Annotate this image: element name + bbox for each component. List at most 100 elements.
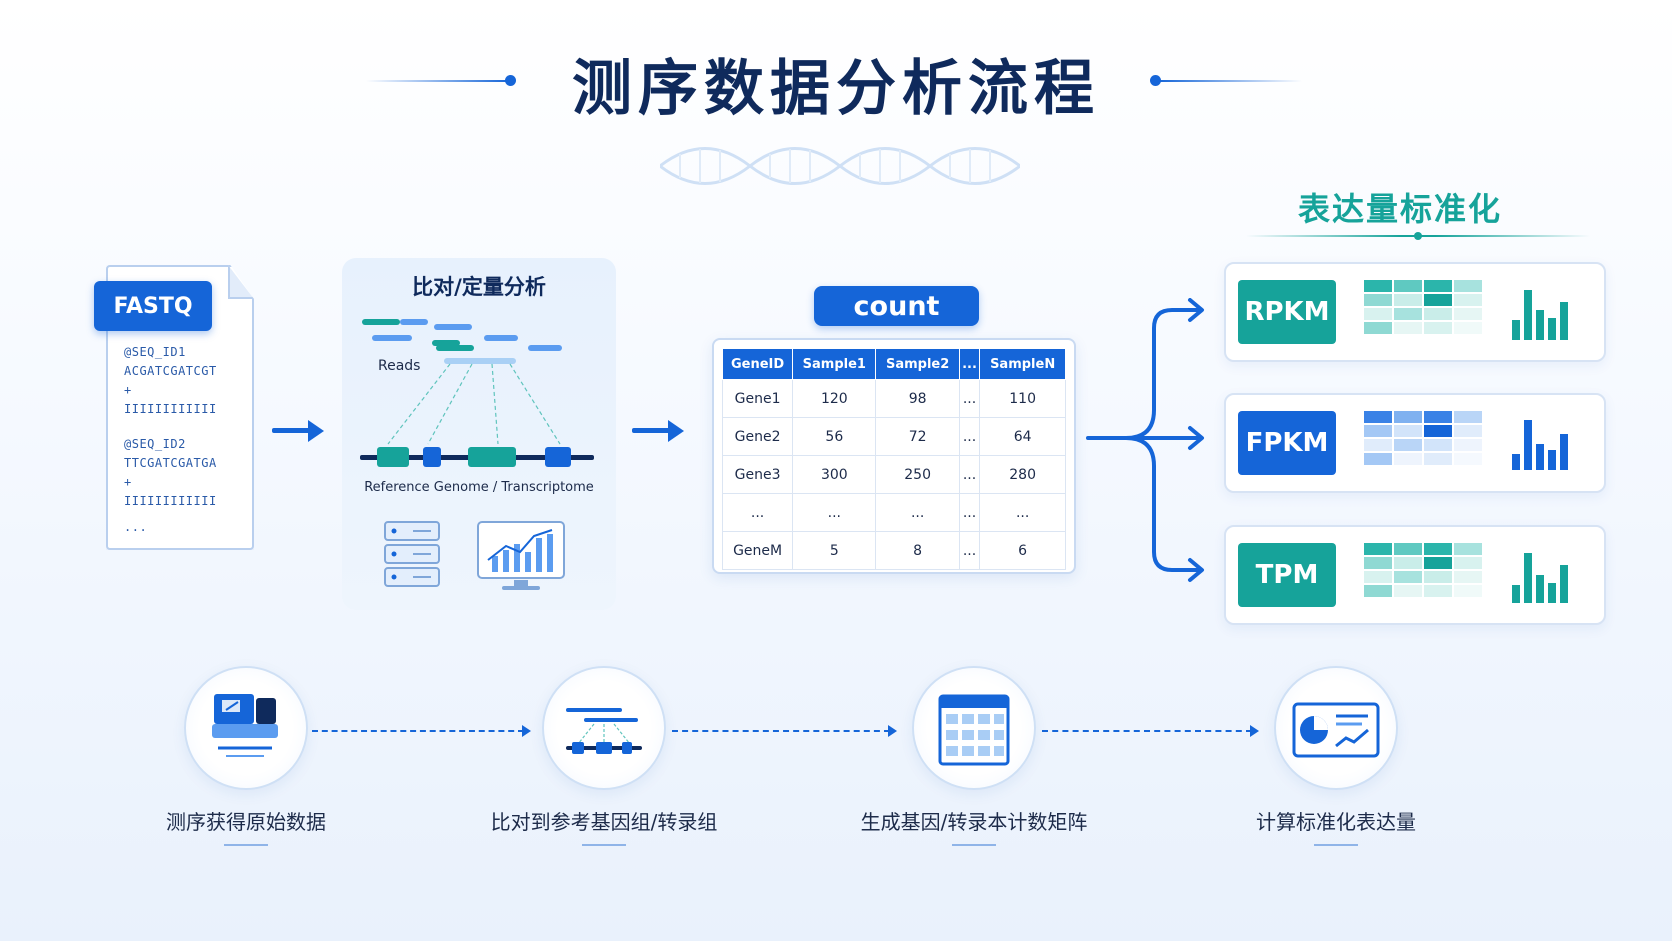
tpm-badge: TPM [1238, 543, 1336, 607]
step-1-label: 测序获得原始数据 [166, 810, 326, 834]
mapping-lines [387, 363, 561, 445]
step-3-circle [912, 666, 1036, 790]
sequencer-icon [212, 694, 278, 757]
read-segment [528, 345, 562, 351]
fastq-line: ACGATCGATCGT [124, 364, 217, 378]
title-line-right [1158, 80, 1302, 82]
table-cell: 98 [875, 379, 960, 418]
monitor-chart-icon [477, 521, 565, 590]
table-cell: 300 [792, 455, 877, 494]
table-cell: GeneM [721, 531, 794, 570]
fastq-line: ... [124, 520, 148, 534]
fastq-line: @SEQ_ID2 [124, 437, 186, 451]
title-dot-right [1150, 75, 1161, 86]
table-cell: ... [958, 493, 981, 532]
table-cell: Gene3 [721, 455, 794, 494]
page-title: 测序数据分析流程 [572, 54, 1100, 124]
fastq-line: TTCGATCGATGA [124, 456, 217, 470]
column-header: ... [958, 348, 981, 380]
step-4-label: 计算标准化表达量 [1256, 810, 1416, 834]
table-cell: ... [875, 493, 960, 532]
bar-chart-icon [1512, 418, 1568, 470]
connector-arrow-icon [522, 725, 531, 737]
table-cell: 56 [792, 417, 877, 456]
table-cell: 6 [979, 531, 1066, 570]
table-row: Gene3 300 250 ... 280 [721, 455, 1066, 494]
fastq-line: @SEQ_ID1 [124, 345, 186, 359]
table-cell: 120 [792, 379, 877, 418]
table-cell: ... [979, 493, 1066, 532]
table-cell: 8 [875, 531, 960, 570]
normalization-title: 表达量标准化 [1297, 190, 1502, 228]
heatmap-icon [1364, 543, 1482, 597]
read-segment [372, 335, 412, 341]
table-cell: ... [792, 493, 877, 532]
flow-arrow-1 [272, 428, 310, 433]
read-segment [444, 358, 516, 364]
table-cell: 110 [979, 379, 1066, 418]
connector-arrow-icon [1250, 725, 1259, 737]
server-icon [384, 521, 440, 587]
step-1-circle [184, 666, 308, 790]
column-header: SampleN [979, 348, 1066, 380]
step-2-label: 比对到参考基因组/转录组 [490, 810, 718, 834]
fastq-line: IIIIIIIIIIII [124, 494, 217, 508]
step-4-underline [1314, 844, 1358, 846]
count-matrix-table: GeneID Sample1 Sample2 ... SampleN Gene1… [712, 338, 1076, 574]
table-cell: Gene1 [721, 379, 794, 418]
table-cell: 250 [875, 455, 960, 494]
flow-arrow-2 [632, 428, 670, 433]
step-3-underline [952, 844, 996, 846]
matrix-icon [938, 694, 1010, 766]
step-2-underline [582, 844, 626, 846]
step-connector [312, 730, 524, 732]
count-badge: count [814, 286, 979, 326]
bar-chart-icon [1512, 288, 1568, 340]
fastq-line: + [124, 475, 132, 489]
read-segment [434, 324, 472, 330]
fpkm-badge: FPKM [1238, 411, 1336, 475]
column-header: GeneID [721, 348, 794, 380]
alignment-icon [566, 708, 642, 754]
heatmap-icon [1364, 280, 1482, 334]
rpkm-badge: RPKM [1238, 280, 1336, 344]
step-3-label: 生成基因/转录本计数矩阵 [860, 810, 1088, 834]
table-cell: ... [958, 379, 981, 418]
table-cell: ... [958, 531, 981, 570]
table-row: ... ... ... ... ... [721, 493, 1066, 532]
exon-block [468, 447, 516, 467]
fastq-line: IIIIIIIIIIII [124, 402, 217, 416]
connector-arrow-icon [888, 725, 897, 737]
table-cell: ... [958, 455, 981, 494]
step-1-underline [224, 844, 268, 846]
read-segment [436, 345, 474, 351]
step-connector [672, 730, 890, 732]
fastq-badge: FASTQ [94, 281, 212, 331]
table-cell: 5 [792, 531, 877, 570]
table-cell: 72 [875, 417, 960, 456]
table-row: Gene2 56 72 ... 64 [721, 417, 1066, 456]
step-2-circle [542, 666, 666, 790]
reference-label: Reference Genome / Transcriptome [364, 480, 594, 495]
table-header-row: GeneID Sample1 Sample2 ... SampleN [721, 348, 1066, 380]
underline-dot [1414, 232, 1422, 240]
report-chart-icon [1292, 702, 1380, 758]
exon-block [377, 447, 409, 467]
alignment-panel-title: 比对/定量分析 [412, 275, 546, 299]
title-line-left [366, 80, 510, 82]
table-row: GeneM 5 8 ... 6 [721, 531, 1066, 570]
step-connector [1042, 730, 1252, 732]
read-segment [362, 319, 400, 325]
column-header: Sample2 [875, 348, 960, 380]
exon-block [545, 447, 571, 467]
reads-label: Reads [378, 358, 421, 374]
read-segment [484, 335, 518, 341]
column-header: Sample1 [792, 348, 877, 380]
table-cell: 280 [979, 455, 1066, 494]
exon-block [423, 447, 441, 467]
branch-arrows [1086, 298, 1204, 582]
arrow-head-icon [308, 420, 324, 442]
table-row: Gene1 120 98 ... 110 [721, 379, 1066, 418]
read-segment [432, 340, 460, 346]
title-dot-left [505, 75, 516, 86]
